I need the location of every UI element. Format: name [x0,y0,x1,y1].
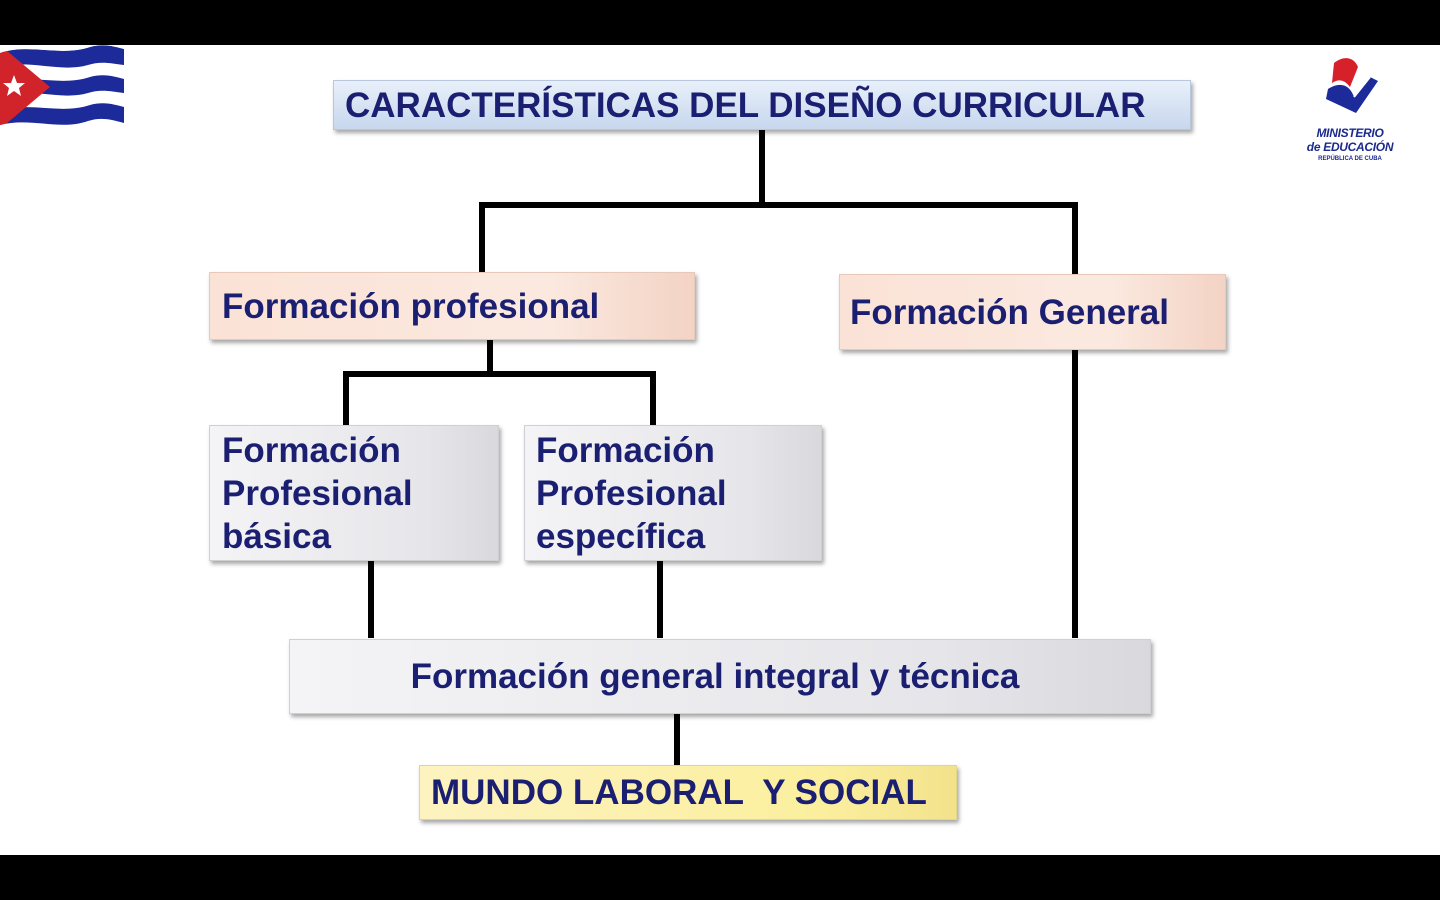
basica-line-3: básica [222,516,331,556]
formacion-general-integral-box: Formación general integral y técnica [289,639,1151,714]
formacion-profesional-basica-box: Formación Profesional básica [209,425,499,561]
formacion-profesional-box: Formación profesional [209,272,695,340]
formacion-general-integral-label: Formación general integral y técnica [410,657,1020,696]
logo-line1: MINISTERIO [1316,126,1384,140]
connector-lines [343,128,1078,767]
especifica-line-2: Profesional [536,473,727,513]
formacion-profesional-especifica-box: Formación Profesional específica [524,425,822,561]
cuba-flag-icon [0,45,124,125]
slide: MINISTERIO de EDUCACIÓN REPÚBLICA DE CUB… [0,45,1440,855]
ministry-logo: MINISTERIO de EDUCACIÓN REPÚBLICA DE CUB… [1300,53,1400,162]
especifica-line-1: Formación [536,430,715,470]
formacion-profesional-label: Formación profesional [222,286,600,326]
logo-line3: REPÚBLICA DE CUBA [1318,156,1382,162]
logo-line2: de EDUCACIÓN [1306,140,1394,154]
basica-line-2: Profesional [222,473,413,513]
mundo-laboral-label: MUNDO LABORAL Y SOCIAL [431,773,927,812]
diagram-title: CARACTERÍSTICAS DEL DISEÑO CURRICULAR [345,85,1146,125]
formacion-general-box: Formación General [839,274,1226,350]
book-logo-icon [1326,58,1378,113]
diagram-title-box: CARACTERÍSTICAS DEL DISEÑO CURRICULAR [333,80,1191,130]
mundo-laboral-box: MUNDO LABORAL Y SOCIAL [419,765,957,820]
basica-line-1: Formación [222,430,401,470]
especifica-line-3: específica [536,516,706,556]
formacion-general-label: Formación General [850,292,1169,332]
